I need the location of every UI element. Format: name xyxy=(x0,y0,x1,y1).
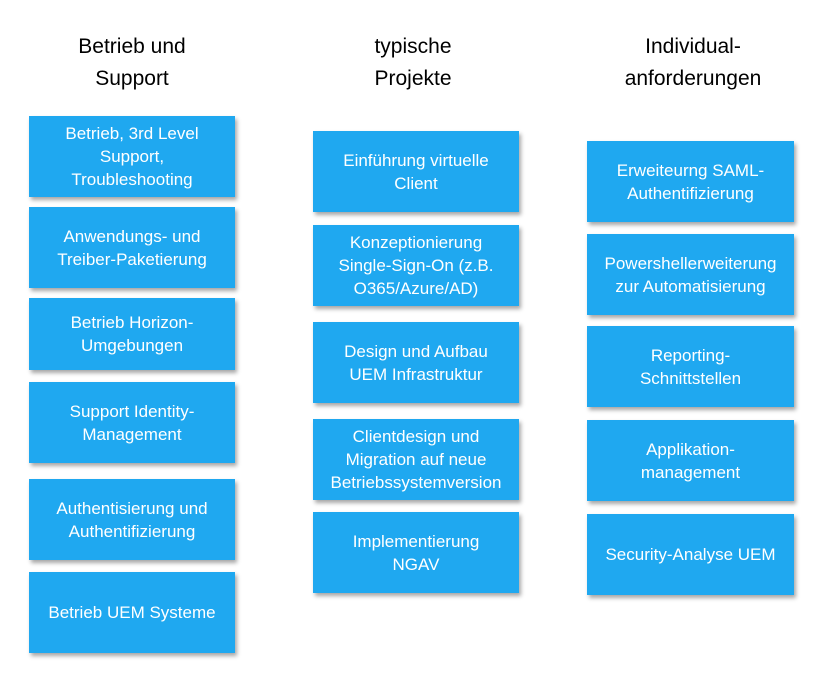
box-implementierung-ngav: Implementierung NGAV xyxy=(313,512,519,593)
column-heading-betrieb-support: Betrieb und Support xyxy=(78,35,186,90)
box-anwendungs-treiber-paketierung: Anwendungs- und Treiber-Paketierung xyxy=(29,207,235,288)
box-security-analyse-uem: Security-Analyse UEM xyxy=(587,514,794,595)
box-betrieb-uem-systeme: Betrieb UEM Systeme xyxy=(29,572,235,653)
box-clientdesign-migration: Clientdesign und Migration auf neue Betr… xyxy=(313,419,519,500)
box-reporting-schnittstellen: Reporting- Schnittstellen xyxy=(587,326,794,407)
box-betrieb-horizon-umgebungen: Betrieb Horizon- Umgebungen xyxy=(29,298,235,370)
box-konzeptionierung-single-sign-on: Konzeptionierung Single-Sign-On (z.B. O3… xyxy=(313,225,519,306)
box-powershellerweiterung: Powershellerweiterung zur Automatisierun… xyxy=(587,234,794,315)
box-betrieb-3rd-level-support: Betrieb, 3rd Level Support, Troubleshoot… xyxy=(29,116,235,197)
column-heading-individualanforderungen: Individual- anforderungen xyxy=(624,35,762,90)
box-design-aufbau-uem: Design und Aufbau UEM Infrastruktur xyxy=(313,322,519,403)
box-erweiteurng-saml: Erweiteurng SAML- Authentifizierung xyxy=(587,141,794,222)
box-einfuehrung-virtuelle-client: Einführung virtuelle Client xyxy=(313,131,519,212)
column-heading-typische-projekte: typische Projekte xyxy=(374,35,452,90)
box-authentisierung-authentifizierung: Authentisierung und Authentifizierung xyxy=(29,479,235,560)
box-support-identity-management: Support Identity- Management xyxy=(29,382,235,463)
box-applikation-management: Applikation- management xyxy=(587,420,794,501)
